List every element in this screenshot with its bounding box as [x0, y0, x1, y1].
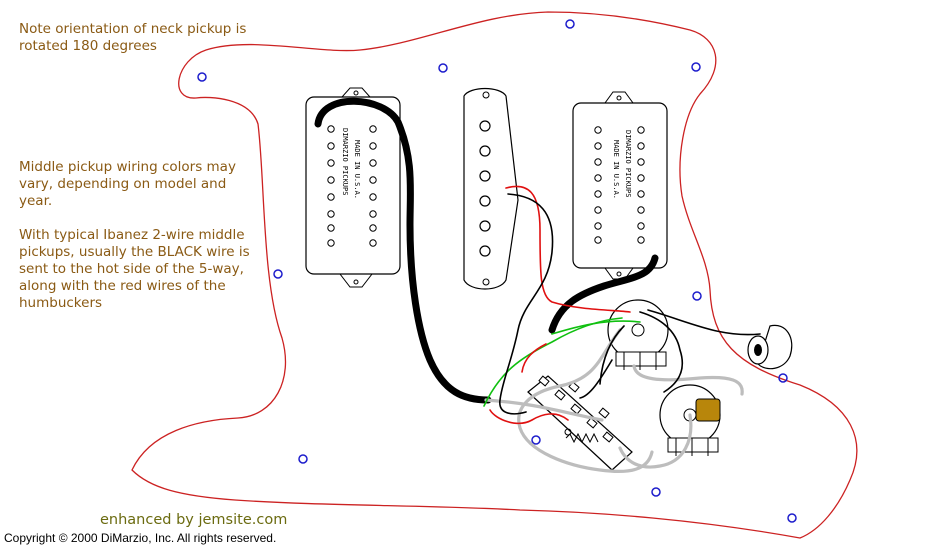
screw-icon	[616, 95, 622, 101]
white-wire	[618, 413, 693, 469]
white-wire	[632, 364, 744, 396]
red-wire	[489, 409, 569, 425]
screw-hole-icon	[787, 513, 797, 523]
middle-colors-note: Middle pickup wiring colors may vary, de…	[19, 159, 236, 209]
site-credit: enhanced by jemsite.com	[100, 512, 288, 528]
tone-capacitor	[695, 398, 721, 422]
white-wire	[484, 398, 604, 422]
neck-orientation-note: Note orientation of neck pickup is rotat…	[19, 21, 247, 54]
switch-spring	[565, 432, 599, 444]
switch-lugs	[538, 375, 614, 443]
volume-pot-lug-tabs	[623, 352, 657, 370]
neck-pickup-label-line1: DIMARZIO PICKUPS	[341, 128, 349, 195]
screw-icon	[616, 271, 622, 277]
copyright-notice: Copyright © 2000 DiMarzio, Inc. All righ…	[4, 531, 277, 545]
red-wire	[521, 343, 547, 373]
tone-pot	[659, 384, 721, 456]
neck-pickup-cable	[314, 97, 492, 404]
ibanez-2wire-note: With typical Ibanez 2-wire middle pickup…	[19, 227, 250, 311]
black-wire	[639, 311, 684, 393]
middle-pickup-body	[463, 87, 519, 290]
neck-pickup-mounting-ear	[340, 87, 372, 98]
green-wire	[551, 320, 641, 335]
output-jack-hole	[754, 344, 762, 356]
tone-pot-lug-tabs	[675, 438, 709, 456]
green-wire	[483, 317, 623, 407]
neck-pickup-label-line2: MADE IN U.S.A.	[353, 140, 361, 199]
middle-single-coil	[463, 87, 519, 290]
volume-pot	[607, 299, 669, 370]
bridge-pickup-label-line2: MADE IN U.S.A.	[612, 140, 620, 199]
bridge-pickup-polepieces	[594, 126, 645, 244]
screw-hole-icon	[298, 454, 308, 464]
screw-hole-icon	[197, 72, 207, 82]
screw-hole-icon	[691, 62, 701, 72]
neck-humbucker: DIMARZIO PICKUPS MADE IN U.S.A.	[305, 87, 401, 288]
screw-icon	[482, 278, 490, 286]
neck-pickup-body	[305, 96, 401, 275]
volume-pot-lugs	[615, 351, 667, 367]
screw-icon	[482, 91, 490, 99]
bridge-pickup-label-line1: DIMARZIO PICKUPS	[624, 130, 632, 197]
screw-hole-icon	[273, 269, 283, 279]
black-wire	[579, 359, 613, 399]
screw-hole-icon	[778, 373, 788, 383]
neck-pickup-polepieces	[327, 125, 377, 247]
black-wire	[499, 193, 554, 415]
screw-hole-icon	[692, 291, 702, 301]
screw-hole-icon	[531, 435, 541, 445]
switch-screw-icon	[564, 428, 572, 436]
screw-hole-icon	[438, 63, 448, 73]
screw-icon	[353, 90, 359, 96]
volume-pot-shaft	[631, 323, 645, 337]
output-jack	[747, 324, 793, 370]
tone-pot-lugs	[667, 437, 719, 453]
bridge-humbucker: DIMARZIO PICKUPS MADE IN U.S.A.	[572, 91, 668, 280]
screw-hole-icon	[651, 487, 661, 497]
white-wire	[517, 328, 654, 474]
bridge-pickup-cable	[548, 254, 659, 334]
black-wire	[599, 325, 625, 385]
screw-holes	[197, 19, 797, 523]
screw-hole-icon	[565, 19, 575, 29]
screw-icon	[353, 279, 359, 285]
bridge-pickup-mounting-ear	[604, 91, 634, 104]
black-wire	[647, 309, 761, 336]
red-wire	[505, 185, 631, 313]
middle-pickup-polepieces	[479, 120, 491, 257]
five-way-switch	[527, 375, 633, 471]
pickguard-outline	[131, 11, 858, 539]
wires	[314, 97, 761, 474]
